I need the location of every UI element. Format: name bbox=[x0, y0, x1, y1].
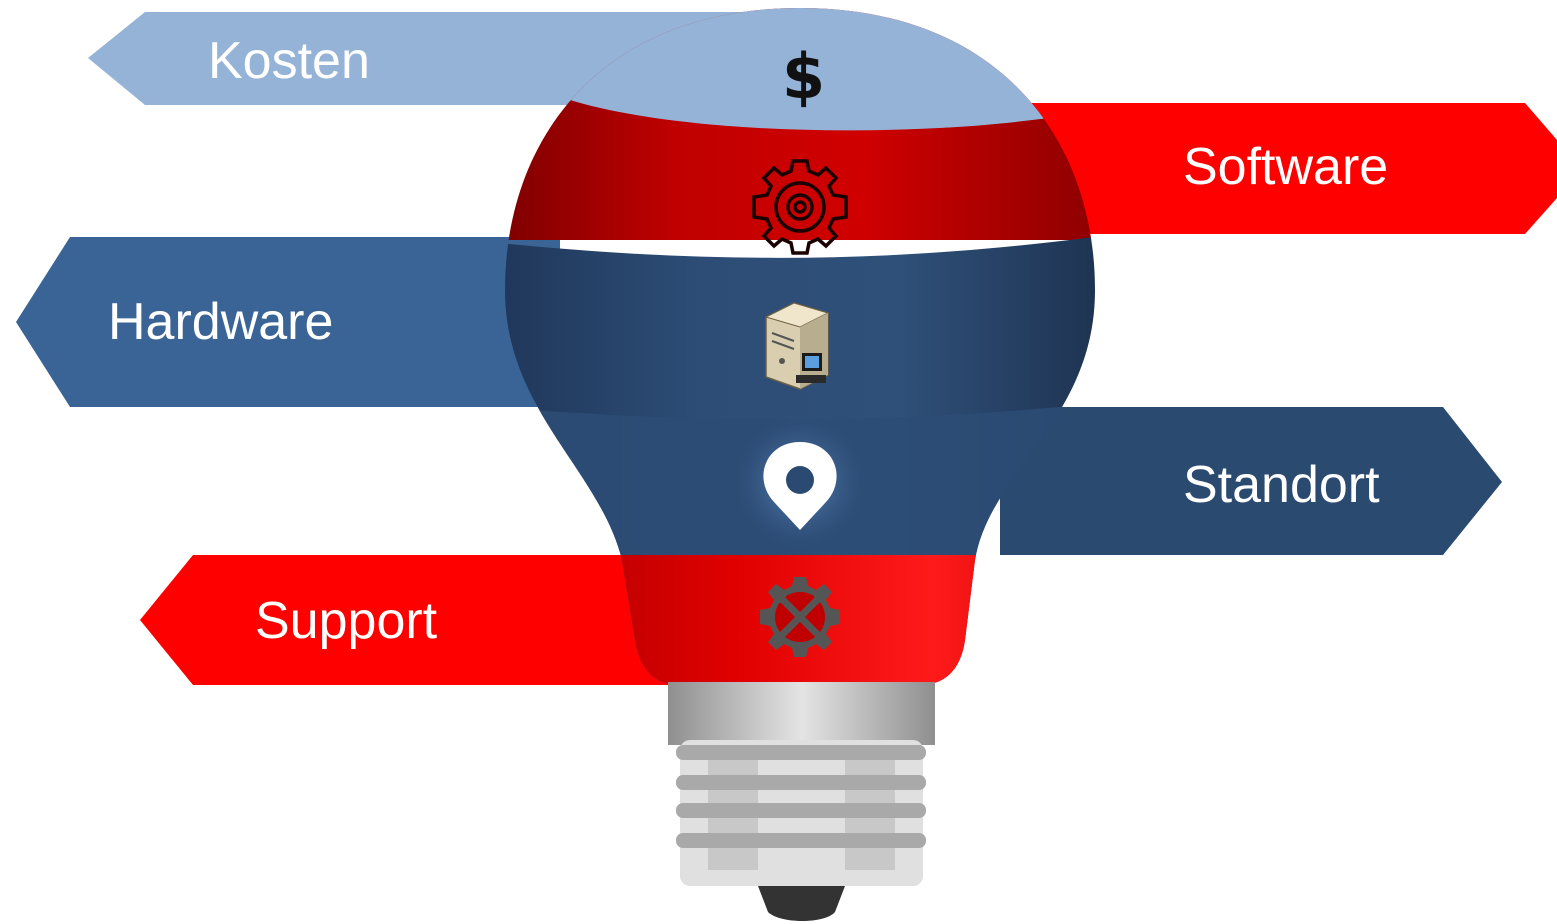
standort-label: Standort bbox=[1183, 456, 1380, 514]
location-pin-icon bbox=[763, 442, 837, 530]
gear-icon bbox=[752, 159, 848, 255]
support-label: Support bbox=[255, 592, 438, 650]
standort-arrow bbox=[1000, 407, 1502, 555]
hardware-arrow bbox=[16, 237, 560, 407]
lightbulb-base-icon bbox=[668, 682, 935, 921]
dollar-icon: $ bbox=[782, 40, 825, 113]
support-arrow bbox=[140, 555, 680, 685]
hardware-label: Hardware bbox=[108, 293, 333, 351]
kosten-label: Kosten bbox=[208, 32, 370, 90]
server-computer-icon bbox=[764, 302, 830, 390]
software-label: Software bbox=[1183, 138, 1388, 196]
software-arrow bbox=[1000, 103, 1557, 234]
tools-gear-icon bbox=[760, 577, 840, 657]
